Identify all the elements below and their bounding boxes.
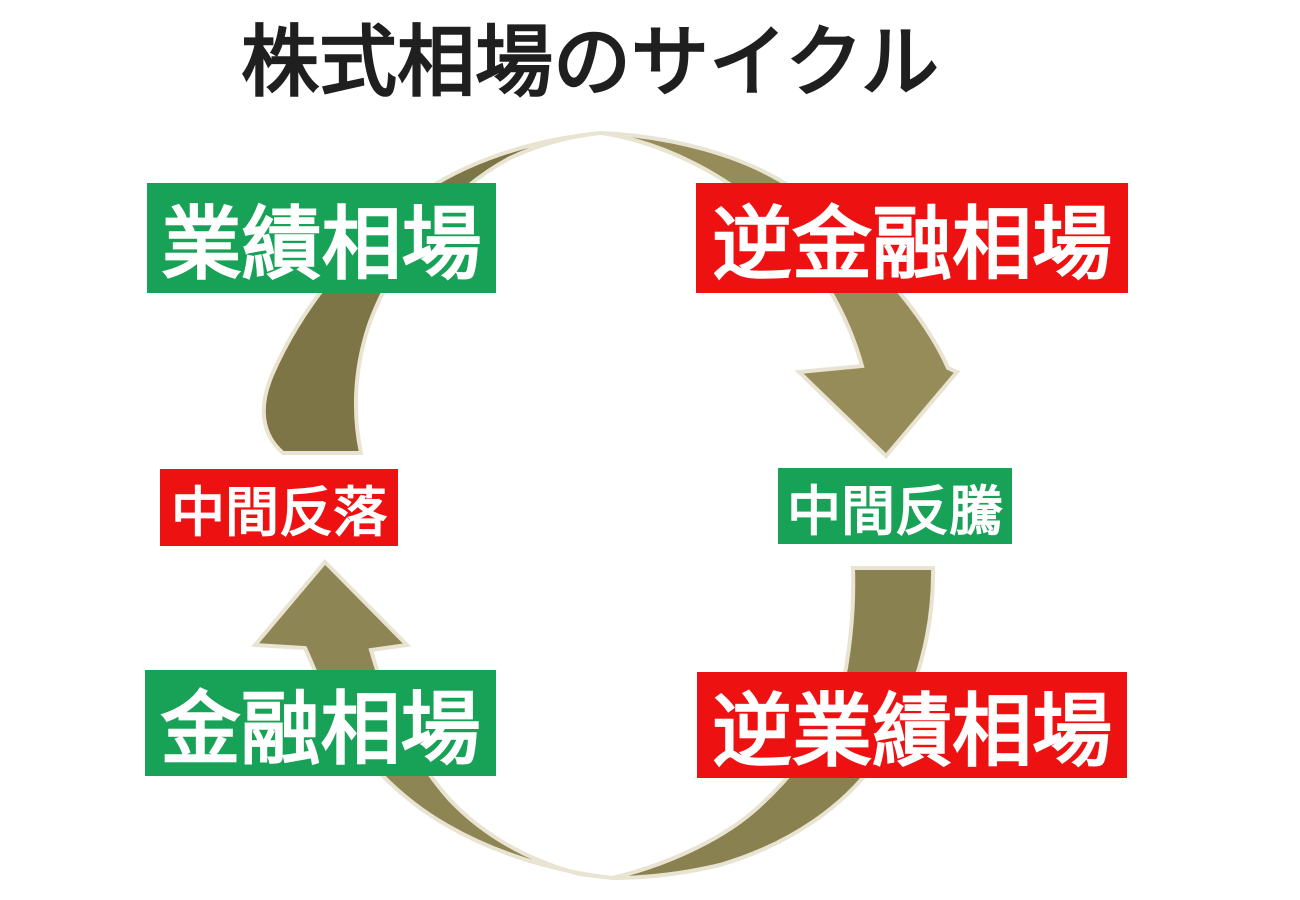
page-title: 株式相場のサイクル: [240, 18, 940, 106]
stage-label-mid-left: 中間反落: [160, 469, 398, 546]
stage-label-top-right: 逆金融相場: [696, 183, 1128, 293]
stage-label-bottom-right: 逆業績相場: [697, 672, 1127, 778]
stage-label-bottom-left: 金融相場: [145, 670, 496, 776]
stage-label-mid-right: 中間反騰: [778, 468, 1012, 544]
stage-label-top-left: 業績相場: [147, 183, 496, 293]
